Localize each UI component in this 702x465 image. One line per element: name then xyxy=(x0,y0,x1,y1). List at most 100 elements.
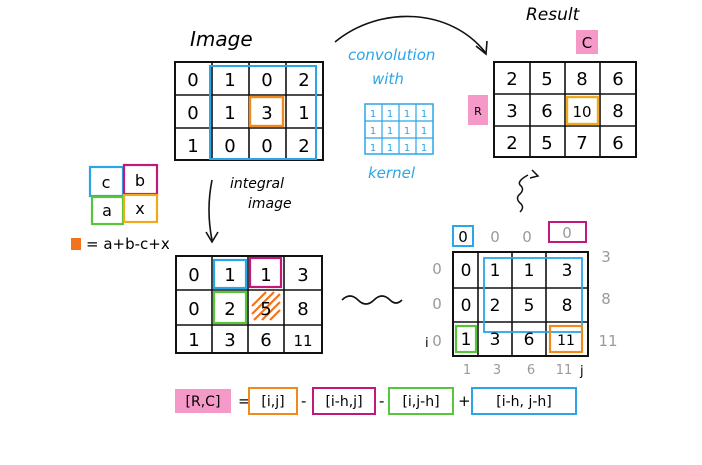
padded-cell: 1 xyxy=(490,261,501,281)
kernel-cell: 1 xyxy=(421,109,427,120)
result-cell: 5 xyxy=(541,69,552,90)
padded-left-cell: 0 xyxy=(432,332,442,350)
squiggle-arrow-right xyxy=(341,295,403,305)
padded-cell: 3 xyxy=(490,330,501,350)
integral-cell: 1 xyxy=(260,265,271,286)
padded-bottom-cell: 1 xyxy=(463,363,471,378)
padded-left-cell: 0 xyxy=(432,260,442,278)
result-cell: 5 xyxy=(541,133,552,154)
convolution-arrowhead xyxy=(475,40,488,56)
integral-cell: 1 xyxy=(224,265,235,286)
integral-cell: 3 xyxy=(224,330,235,351)
result-cells: 2 5 8 6 3 6 10 8 2 5 7 6 xyxy=(506,69,623,154)
result-cell: 3 xyxy=(506,101,517,122)
result-r-label: R xyxy=(474,105,482,118)
padded-left-cell: 0 xyxy=(432,295,442,313)
padded-top-cell: 0 xyxy=(458,228,468,246)
padded-cell: 2 xyxy=(490,296,501,316)
integral-arrowhead xyxy=(205,231,219,244)
sum-formula: = a+b-c+x xyxy=(86,235,170,253)
integral-cell: 0 xyxy=(188,299,199,320)
image-grid: 0 1 0 2 0 1 3 1 1 0 0 2 xyxy=(174,61,324,161)
result-cell: 6 xyxy=(612,69,623,90)
padded-right-cell: 11 xyxy=(598,332,617,350)
image-cell: 1 xyxy=(298,103,309,124)
squiggle-arrow-up xyxy=(516,174,529,213)
equation-t3: [i,j-h] xyxy=(402,394,439,410)
axis-i-label: i xyxy=(425,336,429,351)
equation-t3-box xyxy=(388,387,454,415)
integral-grid: 0 1 1 3 0 2 5 8 1 3 6 11 xyxy=(175,255,323,354)
padded-green-cell xyxy=(454,324,478,354)
integral-grid-border xyxy=(175,255,323,354)
padded-bottom-cell: 11 xyxy=(556,363,573,378)
result-cell: 2 xyxy=(506,133,517,154)
equation-t1-box xyxy=(248,387,298,415)
result-c-label: C xyxy=(582,34,592,52)
result-title: Result xyxy=(526,5,581,25)
padded-kernel-window xyxy=(483,257,583,333)
padded-bottom-cell: 6 xyxy=(527,363,535,378)
kernel-cell: 1 xyxy=(370,109,376,120)
padded-grid: 0 0 0 0 0 0 0 i 0 1 1 3 0 2 5 8 xyxy=(425,221,618,379)
image-cell: 1 xyxy=(187,136,198,157)
equation-minus2: - xyxy=(379,392,384,410)
padded-top-cell: 0 xyxy=(522,228,532,246)
image-cell: 0 xyxy=(187,103,198,124)
image-cell: 0 xyxy=(187,70,198,91)
equation-t4-box xyxy=(471,387,577,415)
kernel-cell: 1 xyxy=(387,143,393,154)
equation-t2: [i-h,j] xyxy=(325,394,362,410)
legend-c: c xyxy=(102,173,111,192)
legend-box: c b a x xyxy=(88,163,159,226)
padded-cell: 11 xyxy=(557,333,575,349)
padded-right-cell: 3 xyxy=(601,248,611,266)
image-cell: 0 xyxy=(224,136,235,157)
result-cell: 10 xyxy=(572,103,591,121)
padded-cell: 8 xyxy=(562,296,573,316)
padded-orange-cell xyxy=(548,324,584,354)
image-title: Image xyxy=(190,27,253,51)
convolution-label: convolution xyxy=(348,46,435,64)
kernel-cell: 1 xyxy=(421,126,427,137)
kernel-cell: 1 xyxy=(387,109,393,120)
equation-eq: = xyxy=(238,392,251,410)
padded-right-cell: 8 xyxy=(601,290,611,308)
kernel-cell: 1 xyxy=(404,143,410,154)
legend-x-box xyxy=(122,193,159,224)
image-cell: 3 xyxy=(261,103,272,124)
equation-lhs-highlight xyxy=(175,389,231,413)
result-cell: 8 xyxy=(576,69,587,90)
integral-cell: 5 xyxy=(260,299,271,320)
kernel-cell: 1 xyxy=(404,109,410,120)
equation-plus: + xyxy=(458,392,471,410)
padded-top-magenta xyxy=(548,221,587,243)
result-center-highlight xyxy=(565,95,600,126)
image-cell: 0 xyxy=(261,70,272,91)
result-cell: 8 xyxy=(612,101,623,122)
with-label: with xyxy=(372,70,404,88)
padded-top-cell: 0 xyxy=(490,228,500,246)
integral-cell: 2 xyxy=(224,299,235,320)
integral-cell: 0 xyxy=(188,265,199,286)
kernel-cell: 1 xyxy=(370,126,376,137)
padded-cell: 6 xyxy=(524,330,535,350)
integral-cell: 3 xyxy=(297,265,308,286)
orange-swatch xyxy=(71,238,81,250)
equation-t1: [i,j] xyxy=(261,394,284,410)
padded-cell: 5 xyxy=(524,296,535,316)
padded-grid-border xyxy=(452,251,589,357)
padded-cell: 1 xyxy=(461,330,472,350)
padded-cell: 0 xyxy=(461,261,472,281)
legend-b: b xyxy=(135,171,145,190)
equation-t4: [i-h, j-h] xyxy=(496,394,551,410)
padded-bottom-cell: 3 xyxy=(493,363,501,378)
axis-j-label: j xyxy=(579,364,584,379)
integral-blue-cell xyxy=(212,258,248,290)
equation: [R,C] = [i,j] - [i-h,j] - [i,j-h] + [i-h… xyxy=(175,387,577,415)
result-cell: 6 xyxy=(612,133,623,154)
result-cell: 2 xyxy=(506,69,517,90)
kernel-cell: 1 xyxy=(404,126,410,137)
